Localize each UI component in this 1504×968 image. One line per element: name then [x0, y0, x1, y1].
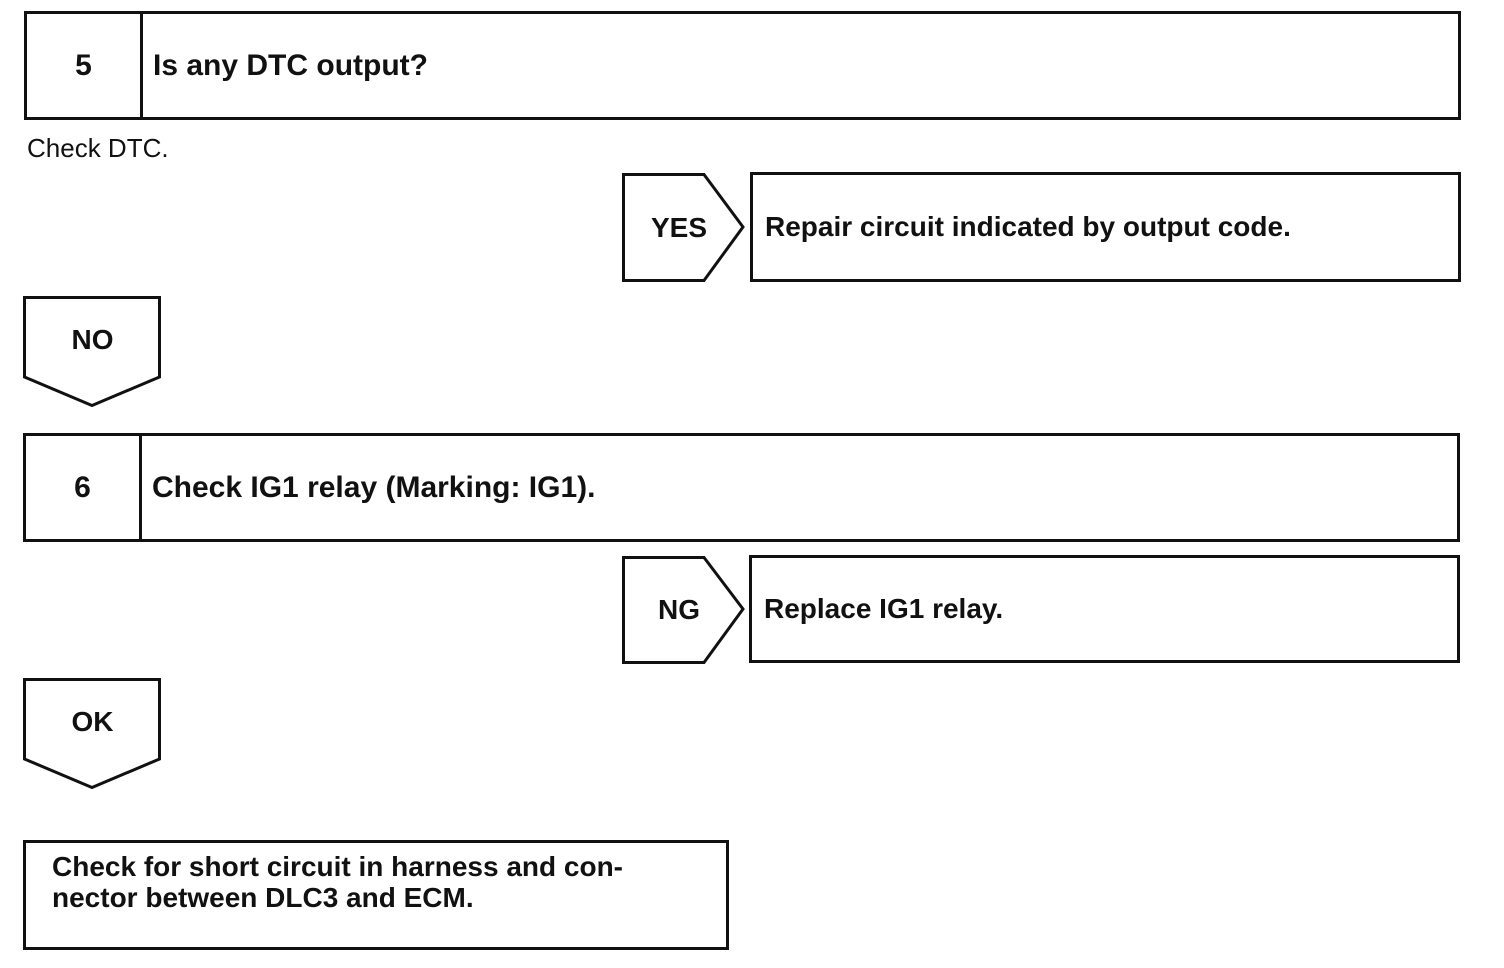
yes-tag-shape	[622, 173, 745, 282]
final-action-line-2: nector between DLC3 and ECM.	[52, 882, 474, 913]
step-5-number: 5	[27, 14, 143, 117]
ng-tag-label: NG	[658, 594, 700, 625]
yes-tag-label: YES	[650, 212, 708, 243]
ng-tag-shape	[622, 556, 745, 664]
no-tag-label: NO	[71, 324, 114, 355]
final-action-line-1: Check for short circuit in harness and c…	[52, 851, 624, 882]
yes-action-box: Repair circuit indicated by output code.	[750, 172, 1461, 282]
ng-action-box: Replace IG1 relay.	[749, 555, 1460, 663]
step-6-box: 6 Check IG1 relay (Marking: IG1).	[23, 433, 1460, 542]
step-6-number: 6	[26, 436, 142, 539]
step-6-title: Check IG1 relay (Marking: IG1).	[152, 470, 596, 504]
ok-tag-shape	[23, 678, 161, 790]
step-5-box: 5 Is any DTC output?	[24, 11, 1461, 120]
step-5-title: Is any DTC output?	[153, 48, 428, 82]
final-action-box: Check for short circuit in harness and c…	[23, 840, 729, 950]
step-5-note: Check DTC.	[27, 133, 169, 163]
ok-tag-label: OK	[71, 706, 114, 737]
no-tag-shape	[23, 296, 161, 408]
